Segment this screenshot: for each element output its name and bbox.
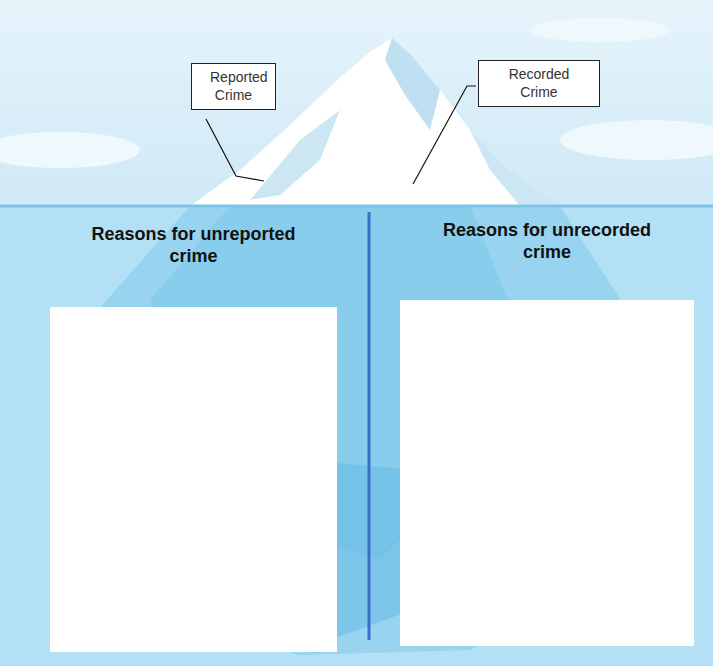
answer-box [50,307,337,652]
panel-heading: Reasons for unreported crime [50,224,337,267]
water-line [0,205,713,208]
callout-box: Recorded Crime [478,60,600,107]
reasons-panel: Reasons for unreported crime [50,224,337,652]
reasons-panel: Reasons for unrecorded crime [400,220,694,646]
callout-text: Recorded Crime [497,66,581,101]
leader-line [413,86,476,184]
leader-line [206,119,264,181]
cloud [530,18,670,42]
sky [0,0,713,206]
panel-heading: Reasons for unrecorded crime [400,220,694,263]
iceberg-facet [470,130,560,206]
iceberg-facet [385,38,440,130]
cloud [0,132,140,168]
cloud [560,120,713,160]
callout-box: Reported Crime [191,63,276,110]
answer-box [400,300,694,646]
water [0,206,713,666]
callout-text: Reported Crime [210,69,257,104]
iceberg-facet [250,110,340,200]
divider-line [368,212,371,640]
